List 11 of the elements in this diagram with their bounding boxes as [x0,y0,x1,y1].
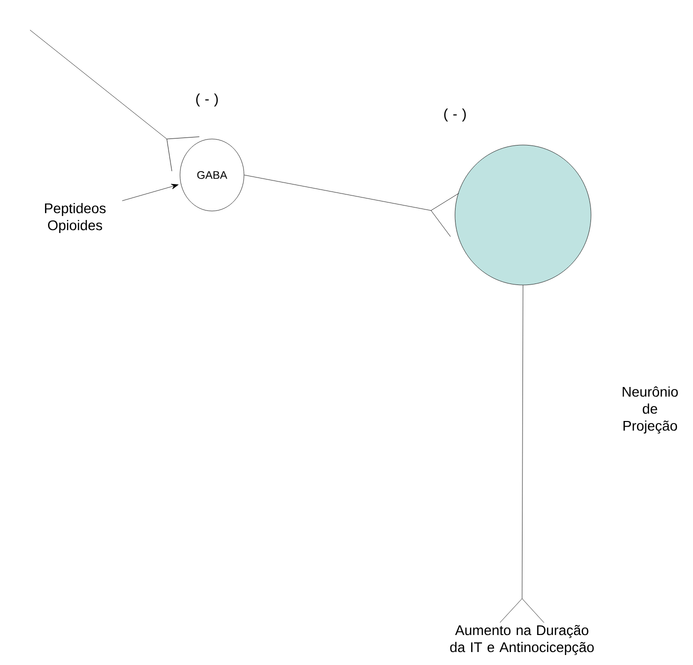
axon [30,30,200,172]
axon [500,285,544,623]
annotation-text: Aumento na Duração da IT e Antinocicepção [450,625,594,655]
arrow [122,184,179,201]
sign-label: ( - ) [196,93,218,107]
sign-label: ( - ) [444,108,466,122]
annotation-text: Peptideos Opioides [45,202,106,234]
axon [244,174,459,237]
caption-text: Neurônio de Projeção [622,386,678,434]
neuron-body: GABA [180,138,244,212]
neuron-body [454,144,592,286]
